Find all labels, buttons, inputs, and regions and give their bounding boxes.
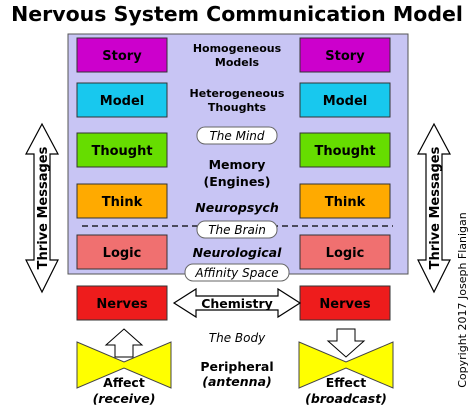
left-model-box <box>76 82 168 118</box>
effect-down-arrow <box>326 328 366 358</box>
neuropsych-label: Neuropsych <box>195 200 279 215</box>
left-model-label: Model <box>100 94 144 109</box>
right-thought-box <box>299 132 391 168</box>
broadcast-label: (broadcast) <box>305 391 387 406</box>
right-nerves-label: Nerves <box>319 297 370 312</box>
left-logic-label: Logic <box>103 246 142 261</box>
right-thrive-arrow: Thrive Messages <box>417 122 451 294</box>
left-thought-label: Thought <box>91 144 152 159</box>
the-mind-pill <box>196 126 278 145</box>
engines-label: (Engines) <box>204 174 271 189</box>
left-think-box <box>76 183 168 219</box>
effect-bowtie-shape <box>298 341 394 389</box>
right-story-box <box>299 37 391 73</box>
receive-label: (receive) <box>93 391 156 406</box>
left-story-box <box>76 37 168 73</box>
right-think-box <box>299 183 391 219</box>
left-thrive-arrow: Thrive Messages <box>25 122 59 294</box>
left-logic-box <box>76 234 168 270</box>
chemistry-label: Chemistry <box>201 296 273 311</box>
right-model-label: Model <box>323 94 367 109</box>
affect-bowtie-shape <box>76 341 172 389</box>
left-story-label: Story <box>102 49 142 64</box>
right-think-label: Think <box>325 195 366 210</box>
chemistry-arrow: Chemistry <box>172 287 302 319</box>
left-thrive-messages-label: Thrive Messages <box>36 146 51 269</box>
center-labels: Homogeneous Models Heterogeneous Thought… <box>82 42 393 282</box>
page-title: Nervous System Communication Model <box>11 2 463 26</box>
affinity-space-pill <box>184 263 290 282</box>
left-vertical-double-arrow-shape <box>25 122 59 294</box>
chemistry-double-arrow-shape <box>172 287 302 319</box>
right-column: Story Model Thought Think Logic Nerves <box>299 37 391 321</box>
the-brain-pill <box>196 220 278 239</box>
models-label: Models <box>215 56 260 69</box>
affinity-space-label: Affinity Space <box>194 266 278 280</box>
thoughts-label: Thoughts <box>208 101 267 114</box>
the-brain-label: The Brain <box>208 223 266 237</box>
right-nerves-box <box>299 285 391 321</box>
right-story-label: Story <box>325 49 365 64</box>
peripheral-label: Peripheral <box>200 359 273 374</box>
effect-antenna: Effect (broadcast) <box>298 328 394 406</box>
neurological-label: Neurological <box>193 245 283 260</box>
effect-label: Effect <box>326 375 367 390</box>
heterogeneous-label: Heterogeneous <box>190 87 285 100</box>
right-model-box <box>299 82 391 118</box>
affect-antenna: Affect (receive) <box>76 328 172 406</box>
affect-up-arrow <box>104 328 144 358</box>
antenna-label: (antenna) <box>202 374 271 389</box>
homogeneous-label: Homogeneous <box>193 42 282 55</box>
memory-label: Memory <box>209 157 266 172</box>
copyright-notice: Copyright 2017 Joseph Flanigan <box>456 212 469 388</box>
the-mind-label: The Mind <box>209 129 264 143</box>
left-think-label: Think <box>102 195 143 210</box>
right-thrive-messages-label: Thrive Messages <box>428 146 443 269</box>
the-body-label: The Body <box>209 331 266 345</box>
right-thought-label: Thought <box>314 144 375 159</box>
left-nerves-label: Nerves <box>96 297 147 312</box>
right-vertical-double-arrow-shape <box>417 122 451 294</box>
left-nerves-box <box>76 285 168 321</box>
right-logic-label: Logic <box>326 246 365 261</box>
affect-label: Affect <box>103 375 145 390</box>
right-logic-box <box>299 234 391 270</box>
left-thought-box <box>76 132 168 168</box>
left-column: Story Model Thought Think Logic Nerves <box>76 37 168 321</box>
